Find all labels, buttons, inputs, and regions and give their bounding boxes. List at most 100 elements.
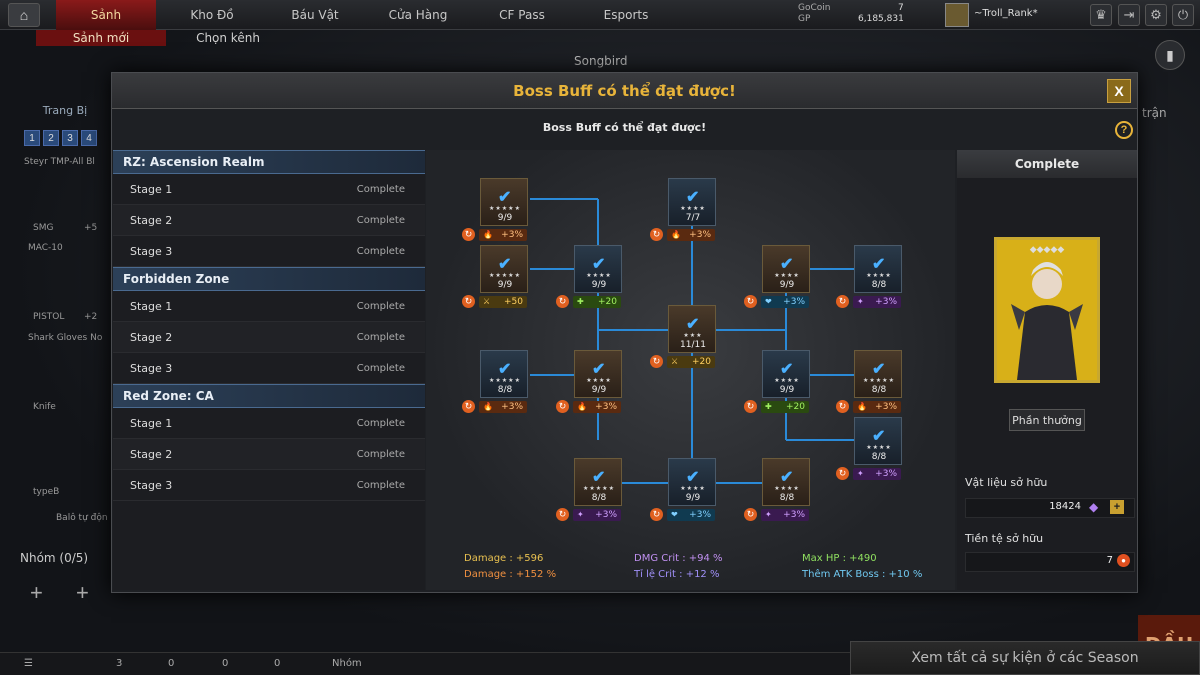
stats-icon[interactable]: ▮ [1155,40,1185,70]
tab-shop[interactable]: Cửa Hàng [388,8,448,22]
buff-amount: +3% [689,229,711,240]
zone-header[interactable]: Red Zone: CA [113,384,425,408]
buff-node[interactable]: ✔★★★★9/9 [574,350,622,398]
subtab-new-lobby[interactable]: Sảnh mới [36,30,166,46]
group-count: Nhóm (0/5) [20,551,89,565]
buff-node[interactable]: ✔★★★★9/9 [762,245,810,293]
character-card[interactable]: ◆◆◆◆◆ [994,237,1100,383]
tab-treasure[interactable]: Báu Vật [291,8,339,22]
buff-node[interactable]: ✔★★★★★8/8 [480,350,528,398]
power-icon[interactable]: ⏻ [1172,4,1194,26]
node-count: 9/9 [779,280,795,290]
upgrade-icon[interactable]: ↻ [462,295,475,308]
menu-icon[interactable]: ☰ [24,658,33,669]
crit-icon: ✦ [857,297,864,306]
currency-icon: ● [1117,554,1130,567]
buff-node[interactable]: ✔★★★★7/7 [668,178,716,226]
buff-node[interactable]: ✔★★★★9/9 [762,350,810,398]
node-count: 8/8 [779,493,795,503]
buff-value: 🔥+3% [479,400,527,413]
upgrade-icon[interactable]: ↻ [556,295,569,308]
node-stars: ★★★★ [774,273,800,279]
check-icon: ✔ [872,428,886,445]
buff-value: ✦+3% [853,295,901,308]
stage-status: Complete [356,448,405,460]
buff-node[interactable]: ✔★★★★★9/9 [480,245,528,293]
upgrade-icon[interactable]: ↻ [744,295,757,308]
reward-button[interactable]: Phần thưởng [1009,409,1085,431]
stage-status: Complete [356,331,405,343]
upgrade-icon[interactable]: ↻ [650,228,663,241]
buff-node[interactable]: ✔★★★★8/8 [854,245,902,293]
gear-icon[interactable]: ⚙ [1145,4,1167,26]
upgrade-icon[interactable]: ↻ [836,295,849,308]
stage-status: Complete [356,300,405,312]
loadout-tab[interactable]: 4 [81,130,97,146]
group-label[interactable]: Nhóm [332,658,362,669]
clan-icon[interactable]: ♛ [1090,4,1112,26]
buff-node[interactable]: ✔★★★11/11 [668,305,716,353]
upgrade-icon[interactable]: ↻ [556,508,569,521]
upgrade-icon[interactable]: ↻ [462,400,475,413]
buff-badge: ↻🔥+3% [556,400,621,413]
buff-node[interactable]: ✔★★★★★8/8 [574,458,622,506]
tab-lobby[interactable]: Sảnh [56,0,156,30]
zone-header[interactable]: RZ: Ascension Realm [113,150,425,174]
node-stars: ★★★★ [866,445,892,451]
home-icon[interactable]: ⌂ [8,3,40,27]
legend-atk-boss: Thêm ATK Boss : +10 % [802,569,923,580]
legend-crit-rate: Tỉ lệ Crit : +12 % [634,569,720,580]
zone-header[interactable]: Forbidden Zone [113,267,425,291]
upgrade-icon[interactable]: ↻ [650,355,663,368]
tab-esports[interactable]: Esports [603,8,649,22]
loadout-tab[interactable]: 2 [43,130,59,146]
close-button[interactable]: X [1107,79,1131,103]
gocoin-value: 7 [898,3,904,13]
bg-item-type: PISTOL [33,312,65,322]
node-count: 8/8 [871,280,887,290]
node-count: 9/9 [779,385,795,395]
buff-badge: ↻🔥+3% [650,228,715,241]
season-events-button[interactable]: Xem tất cả sự kiện ở các Season [850,641,1200,675]
loadout-tab[interactable]: 1 [24,130,40,146]
upgrade-icon[interactable]: ↻ [556,400,569,413]
buff-node[interactable]: ✔★★★★8/8 [854,417,902,465]
tab-cf-pass[interactable]: CF Pass [499,8,545,22]
upgrade-icon[interactable]: ↻ [650,508,663,521]
help-icon[interactable]: ? [1115,121,1133,139]
upgrade-icon[interactable]: ↻ [836,467,849,480]
upgrade-icon[interactable]: ↻ [744,508,757,521]
add-member-button[interactable]: + [30,580,43,605]
avatar[interactable] [945,3,969,27]
buff-node[interactable]: ✔★★★★★8/8 [854,350,902,398]
add-member-button[interactable]: + [76,580,89,605]
check-icon: ✔ [780,361,794,378]
modal-subtitle: Boss Buff có thể đạt được! [542,121,707,134]
loadout-tab[interactable]: 3 [62,130,78,146]
stage-status: Complete [356,479,405,491]
node-count: 9/9 [685,493,701,503]
buff-node[interactable]: ✔★★★★9/9 [668,458,716,506]
upgrade-icon[interactable]: ↻ [462,228,475,241]
upgrade-icon[interactable]: ↻ [744,400,757,413]
buff-node[interactable]: ✔★★★★9/9 [574,245,622,293]
upgrade-icon[interactable]: ↻ [836,400,849,413]
buff-value: 🔥+3% [853,400,901,413]
buff-node[interactable]: ✔★★★★★9/9 [480,178,528,226]
buff-node[interactable]: ✔★★★★8/8 [762,458,810,506]
subtab-channel[interactable]: Chọn kênh [196,31,260,45]
add-materials-button[interactable]: + [1110,500,1124,514]
exit-icon[interactable]: ⇥ [1118,4,1140,26]
tab-inventory[interactable]: Kho Đồ [190,8,234,22]
check-icon: ✔ [686,316,700,333]
